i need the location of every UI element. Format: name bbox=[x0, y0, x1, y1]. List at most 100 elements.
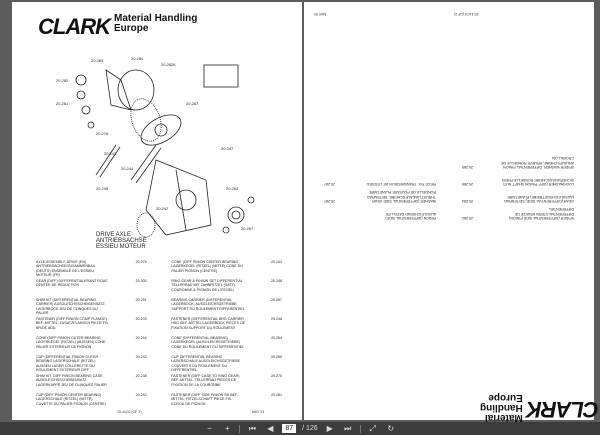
part-number: 20.281 bbox=[270, 393, 282, 397]
part-description: SPIDER WASHER, DIFFERENTIAL PINION ANLAU… bbox=[501, 156, 574, 169]
part-description: PINION (DIFFERENTIAL SIDE) AUSGLEICHSRAD… bbox=[385, 211, 436, 220]
next-page-icon[interactable]: ▶ bbox=[326, 423, 333, 433]
part-description: WASHER (DIFFERENTIAL SIDE GEAR THRUST) A… bbox=[366, 190, 436, 203]
part-number: 20.267 bbox=[270, 298, 282, 302]
part-number: 20.376 bbox=[135, 260, 147, 264]
part-number: 20.289 bbox=[462, 165, 473, 169]
part-description: FASTENER (DIFFERENTIAL BRG CARRIER HSG B… bbox=[171, 317, 246, 330]
part-number: 20.287 bbox=[324, 199, 335, 203]
part-number: 20.300 bbox=[135, 279, 147, 283]
svg-text:20.249: 20.249 bbox=[96, 186, 109, 191]
svg-text:20.244: 20.244 bbox=[121, 166, 134, 171]
svg-text:20.267: 20.267 bbox=[241, 226, 254, 231]
part-description: CONE (DIFF PINION CENTER BEARING LAGERKE… bbox=[171, 260, 243, 273]
logo-line2: Europe bbox=[114, 23, 149, 34]
part-description: FASTENER (DIFF PINION COMP FLANGE) BEF.-… bbox=[36, 317, 110, 330]
fit-page-icon[interactable]: ⤢ bbox=[369, 423, 376, 433]
page-right: CLARK Material Handling Europe SPIDER (D… bbox=[304, 2, 599, 423]
list-item: CUP (DIFFERENTIAL PINION OUTER BEARING L… bbox=[36, 355, 282, 374]
part-number: 20.286 bbox=[462, 182, 473, 186]
list-item: GEAR (DIFFERENTIAL SIDE) SEITENRAD (AUSG… bbox=[324, 186, 574, 203]
part-number: 20.242 bbox=[135, 393, 147, 397]
part-description: SHIM KIT, DIFF PINION BEARING CASE AUSGL… bbox=[36, 374, 107, 387]
part-description: SPIDER (DIFFERENTIAL SIDE PINION) DIFFER… bbox=[509, 207, 574, 220]
svg-text:ESSIEU MOTEUR: ESSIEU MOTEUR bbox=[96, 244, 146, 250]
footer-date: MAY 93 bbox=[314, 12, 327, 16]
first-page-icon[interactable]: ⏮ bbox=[248, 423, 256, 433]
part-number: 20.270 bbox=[270, 374, 282, 378]
logo-line1: Material Handling bbox=[114, 13, 198, 24]
svg-text:20.2826: 20.2826 bbox=[161, 62, 176, 67]
svg-text:20.242: 20.242 bbox=[156, 206, 169, 211]
list-item: AXLE ASSEMBLY, DRIVE (EN) ANTRIEBSACHSE/… bbox=[36, 260, 282, 279]
last-page-icon[interactable]: ⏭ bbox=[344, 423, 352, 433]
svg-text:ANTRIEBSACHSE: ANTRIEBSACHSE bbox=[96, 238, 147, 244]
part-description: CUP (DIFFERENTIAL PINION OUTER BEARING L… bbox=[36, 355, 99, 372]
svg-text:20.276: 20.276 bbox=[96, 131, 109, 136]
list-item: SPIDER WASHER, DIFFERENTIAL PINION ANLAU… bbox=[324, 152, 574, 169]
list-item: SPIDER (DIFFERENTIAL SIDE PINION) DIFFER… bbox=[324, 203, 574, 220]
svg-text:20.282: 20.282 bbox=[56, 78, 69, 83]
clark-logo: CLARK Material Handling Europe bbox=[38, 14, 197, 40]
part-number: 20.265 bbox=[270, 355, 282, 359]
part-description: AXLE ASSEMBLY, DRIVE (EN) ANTRIEBSACHSE/… bbox=[36, 260, 96, 277]
svg-text:DRIVE AXLE: DRIVE AXLE bbox=[96, 232, 131, 238]
logo-clark-text: CLARK bbox=[38, 14, 111, 39]
part-number: 20.248 bbox=[270, 317, 282, 321]
svg-text:20.243: 20.243 bbox=[104, 151, 117, 156]
list-item: LOCKWASHER (DIFF PINION SHAFT NUT) SICHE… bbox=[324, 169, 574, 186]
svg-text:20.284: 20.284 bbox=[131, 56, 144, 61]
logo-subtitle: Material Handling Europe bbox=[114, 14, 197, 34]
part-description: CUP (DIFF PINION CENTER BEARING) LAGERSC… bbox=[36, 393, 106, 406]
list-item: CONE (DIFF PINION OUTER BEARING LAGERKEG… bbox=[36, 336, 282, 355]
list-item: GEAR (DIFF) DIFFERENTIALKRANZ ROUE DENTE… bbox=[36, 279, 282, 298]
footer-code: 20-41C0 (OF 2) bbox=[117, 410, 142, 414]
part-description bbox=[362, 152, 436, 169]
rotate-icon[interactable]: ↻ bbox=[387, 423, 395, 433]
page-left: CLARK Material Handling Europe bbox=[12, 2, 302, 420]
part-number: 20.251 bbox=[135, 298, 147, 302]
prev-page-icon[interactable]: ◀ bbox=[267, 423, 274, 433]
list-item: CUP (DIFF PINION CENTER BEARING) LAGERSC… bbox=[36, 393, 282, 412]
diagram-title: DRIVE AXLE ANTRIEBSACHSE ESSIEU MOTEUR bbox=[96, 232, 147, 250]
part-description: CONE (DIFFERENTIAL BEARING) LAGERKEGEL (… bbox=[171, 336, 245, 349]
list-item: SHIM KIT, DIFF PINION BEARING CASE AUSGL… bbox=[36, 374, 282, 393]
part-number: 20.243 bbox=[270, 260, 282, 264]
part-description: CUP DIFFERENTIAL BEARING LAGERSCHALE AUS… bbox=[171, 355, 241, 372]
zoom-out-icon[interactable]: − bbox=[206, 423, 212, 433]
page-number-input[interactable]: 87 bbox=[282, 424, 297, 433]
part-description: LOCKWASHER (DIFF PINION SHAFT NUT) SICHE… bbox=[502, 177, 574, 186]
part-description: FASTENER (DIFF CASE TO RING GEAR) BEF.-M… bbox=[171, 374, 240, 387]
part-description: FASTENER (DIFF SIDE PINION SH BEF.-MITTE… bbox=[171, 393, 240, 406]
clark-logo: CLARK Material Handling Europe bbox=[480, 392, 599, 423]
toolbar-divider bbox=[239, 424, 241, 433]
logo-line1: Material Handling bbox=[480, 402, 523, 423]
svg-text:20.287: 20.287 bbox=[186, 101, 199, 106]
part-number: 20.238 bbox=[135, 374, 147, 378]
list-item: SHIM KIT (DIFFERENTIAL BEARING CARRIER) … bbox=[36, 298, 282, 317]
part-number bbox=[324, 152, 336, 169]
part-number: 20.282 bbox=[462, 216, 473, 220]
part-description: GEAR (DIFFERENTIAL SIDE) SEITENRAD (AUSG… bbox=[504, 194, 574, 203]
toolbar-divider bbox=[359, 424, 361, 433]
page-total: / 126 bbox=[302, 424, 318, 432]
part-description: SHIM KIT (DIFFERENTIAL BEARING CARRIER) … bbox=[36, 298, 105, 315]
part-number: 20.264 bbox=[270, 336, 282, 340]
part-description: RING GEAR & PINION SET DIFFERENTIAL TELL… bbox=[171, 279, 243, 292]
list-item: FASTENER (DIFF PINION COMP FLANGE) BEF.-… bbox=[36, 317, 282, 336]
part-number: 20.287 bbox=[324, 182, 335, 186]
part-description: GEAR (DIFF) DIFFERENTIALKRANZ ROUE DENTE… bbox=[36, 279, 108, 288]
part-number: 20.248 bbox=[270, 279, 282, 283]
part-number: 20.203 bbox=[135, 317, 147, 321]
logo-subtitle: Material Handling Europe bbox=[480, 392, 523, 423]
svg-text:20.263: 20.263 bbox=[226, 186, 239, 191]
svg-text:20.281: 20.281 bbox=[56, 101, 69, 106]
part-number: 20.242 bbox=[135, 355, 147, 359]
part-description: PIECE FIX. TRANSMISSION DE L'ESSIEU bbox=[366, 182, 436, 186]
footer-date: MAY 93 bbox=[252, 410, 265, 414]
footer-code: 20-41C0 (OF 2) bbox=[454, 12, 479, 16]
zoom-in-icon[interactable]: + bbox=[224, 423, 230, 433]
part-description: BEARING CARRIER (DIFFERENTIAL LAGERBOCK,… bbox=[171, 298, 245, 311]
viewer-toolbar: − + ⏮ ◀ 87 / 126 ▶ ⏭ ⤢ ↻ bbox=[0, 422, 600, 435]
